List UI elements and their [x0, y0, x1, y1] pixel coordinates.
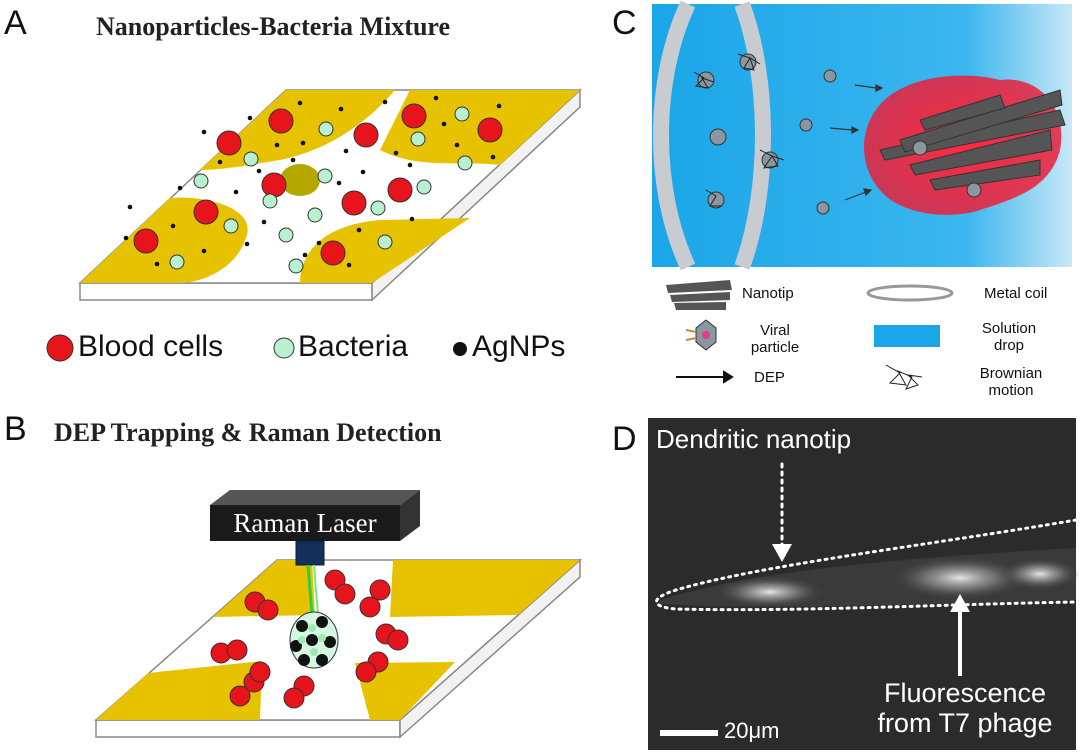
blood-cells-a — [133, 103, 503, 266]
agnps-a — [123, 95, 502, 268]
brownian-motion-icon — [885, 364, 923, 390]
legend-brownian-motion: Brownian motion — [979, 365, 1043, 399]
label-fluorescence: Fluorescence from T7 phage — [860, 678, 1070, 738]
panel-a-letter: A — [4, 4, 27, 42]
down-arrow-icon — [772, 544, 792, 562]
arrow-icon — [676, 370, 734, 384]
label-dendritic-nanotip: Dendritic nanotip — [656, 424, 852, 454]
up-arrow-icon — [950, 594, 970, 612]
raman-laser-label: Raman Laser — [233, 508, 377, 538]
legend-dep: DEP — [754, 369, 785, 386]
legend-solution-drop: Solution drop — [981, 320, 1037, 354]
bacteria-icon — [273, 337, 295, 359]
laser-lens — [295, 540, 325, 566]
solution-drop-icon — [874, 325, 940, 347]
scale-bar-label: 20μm — [724, 718, 780, 743]
red-cell-icon — [46, 334, 74, 362]
panel-d-letter: D — [612, 420, 637, 458]
legend-metal-coil: Metal coil — [984, 285, 1048, 302]
panel-b-title: DEP Trapping & Raman Detection — [54, 418, 442, 447]
raman-laser-box — [210, 490, 420, 505]
legend-blood-cells: Blood cells — [78, 330, 224, 363]
panel-a-title: Nanoparticles-Bacteria Mixture — [96, 12, 451, 41]
blood-cells-b — [210, 569, 409, 709]
label-fluorescence-line2: from T7 phage — [877, 708, 1053, 738]
legend-agnps: AgNPs — [472, 330, 566, 363]
panel-c-letter: C — [612, 4, 637, 42]
nanotip-icon — [666, 280, 732, 310]
panel-b-letter: B — [4, 410, 27, 448]
viral-particle-icon — [685, 319, 717, 351]
legend-viral-particle: Viral particle — [750, 322, 800, 356]
nanotip-outline — [655, 518, 1078, 612]
legend-bacteria: Bacteria — [298, 330, 409, 363]
metal-coil-icon — [866, 284, 954, 302]
label-fluorescence-line1: Fluorescence — [883, 678, 1047, 708]
bacteria-a — [169, 106, 473, 274]
legend-nanotip: Nanotip — [742, 285, 794, 302]
scale-bar — [660, 730, 718, 736]
agnp-dot-icon — [453, 342, 467, 356]
viral-particles — [697, 53, 982, 215]
trapped-bacteria-cluster — [289, 611, 339, 669]
